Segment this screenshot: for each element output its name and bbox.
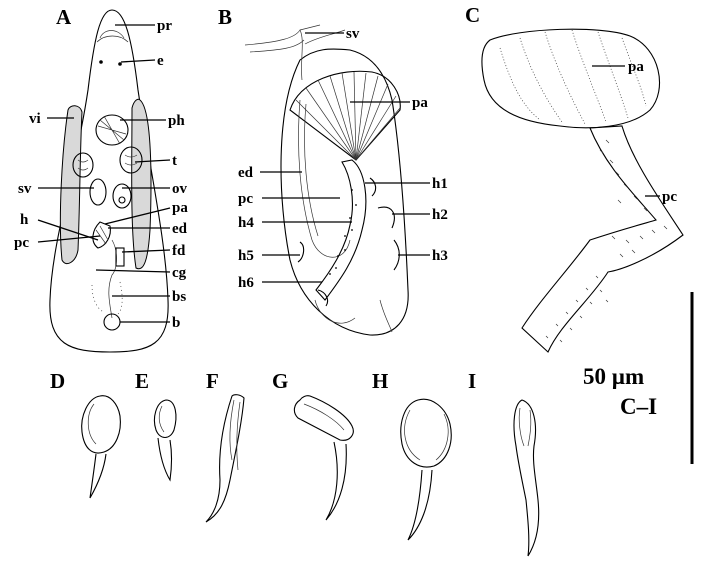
panel-g-letter: G xyxy=(272,369,288,393)
label-b-h5: h5 xyxy=(238,248,254,264)
label-a-ov: ov xyxy=(172,181,188,197)
scale-bar-value: 50 µm xyxy=(583,364,644,389)
panel-i-hook xyxy=(513,399,540,557)
label-a-ph: ph xyxy=(168,113,185,129)
label-a-cg: cg xyxy=(172,265,187,281)
leader-a-cg xyxy=(95,269,171,273)
panel-f-letter: F xyxy=(206,369,219,393)
scale-bar: 50 µm C–I xyxy=(583,292,694,464)
panel-b-tube-dots xyxy=(329,189,357,275)
label-a-fd: fd xyxy=(172,243,186,259)
panel-a-bursa-duct xyxy=(108,239,117,319)
label-a-pr: pr xyxy=(157,18,172,34)
panel-f-hook xyxy=(205,394,245,523)
label-b-pa: pa xyxy=(412,95,428,111)
panel-a-testis-marks xyxy=(124,154,138,166)
panel-b-fan-rays xyxy=(295,71,401,161)
panel-h-hook xyxy=(400,398,452,541)
label-a-t: t xyxy=(172,153,177,169)
panel-d-letter: D xyxy=(50,369,65,393)
panel-a-prohaptor xyxy=(96,30,129,43)
panel-a-copulatory-lines xyxy=(95,225,109,245)
scale-bar-panels: C–I xyxy=(620,394,657,419)
panel-h-letter: H xyxy=(372,369,388,393)
panel-b-sv-tubes xyxy=(244,24,346,81)
panel-e: E xyxy=(135,369,177,482)
panel-g-hook xyxy=(293,395,354,521)
label-a-pc: pc xyxy=(14,235,29,251)
panel-c-spines xyxy=(545,139,668,343)
panel-b-copulatory-tube xyxy=(315,159,367,301)
panel-b-base xyxy=(314,299,393,333)
label-a-h: h xyxy=(20,212,29,228)
label-c-pa: pa xyxy=(628,59,644,75)
panel-a-bs-dots xyxy=(91,281,123,315)
label-a-sv: sv xyxy=(18,181,32,197)
label-b-pc: pc xyxy=(238,191,253,207)
panel-a-pharynx-lines xyxy=(97,115,127,145)
panel-a-copulatory-organ xyxy=(92,221,111,249)
panel-i: I xyxy=(468,369,540,557)
panel-b: B xyxy=(218,5,448,336)
label-a-ed: ed xyxy=(172,221,188,237)
leader-a-pc xyxy=(37,235,101,243)
panel-a: A pr e vi ph xyxy=(14,5,188,353)
panel-b-outline xyxy=(280,48,409,336)
panel-f: F xyxy=(205,369,245,523)
panel-b-letter: B xyxy=(218,5,232,29)
panel-g: G xyxy=(272,369,354,521)
panel-a-oval-left xyxy=(72,152,94,178)
panel-a-pharynx xyxy=(95,114,129,146)
label-a-e: e xyxy=(157,53,164,69)
label-b-ed: ed xyxy=(238,165,254,181)
panel-a-fd xyxy=(115,247,125,267)
panel-c-letter: C xyxy=(465,3,480,27)
panel-i-hook-inner xyxy=(518,407,532,447)
panel-c-bulb-stripes xyxy=(499,29,647,125)
label-b-h3: h3 xyxy=(432,248,448,264)
leader-a-t xyxy=(134,159,171,163)
panel-c: C pa pc xyxy=(465,3,684,353)
panel-b-ejaculatory-duct xyxy=(298,99,351,258)
panel-a-vitellarium-left xyxy=(59,105,83,265)
panel-d: D xyxy=(50,369,121,499)
panel-a-ovary-nucleus xyxy=(118,196,126,204)
label-a-pa: pa xyxy=(172,200,188,216)
leader-a-pa xyxy=(104,207,171,225)
panel-b-hook-shapes xyxy=(297,177,400,307)
leader-a-fd xyxy=(121,249,171,253)
panel-h: H xyxy=(372,369,452,541)
panel-i-letter: I xyxy=(468,369,476,393)
leader-a-e xyxy=(120,59,156,63)
label-a-bs: bs xyxy=(172,289,186,305)
label-a-b: b xyxy=(172,315,180,331)
panel-e-hook xyxy=(153,399,177,482)
panel-b-fan xyxy=(289,70,401,161)
panel-f-hook-inner xyxy=(229,399,241,471)
label-a-vi: vi xyxy=(29,111,41,127)
panel-a-vitellarium-right xyxy=(131,98,152,270)
panel-c-tube xyxy=(521,125,684,353)
label-b-h1: h1 xyxy=(432,176,448,192)
panel-a-eye-left xyxy=(99,60,103,64)
label-c-pc: pc xyxy=(662,189,677,205)
panel-a-oval-left-marks xyxy=(77,159,89,171)
panel-h-hook-inner xyxy=(404,409,449,461)
label-b-h2: h2 xyxy=(432,207,448,223)
panel-e-letter: E xyxy=(135,369,149,393)
panel-d-hook xyxy=(81,395,121,499)
label-b-h4: h4 xyxy=(238,215,254,231)
panel-a-seminal-vesicle xyxy=(89,178,107,206)
label-b-h6: h6 xyxy=(238,275,254,291)
panel-e-hook-inner xyxy=(158,405,165,433)
panel-a-testis xyxy=(119,146,143,174)
panel-g-hook-inner xyxy=(303,403,345,431)
label-b-sv: sv xyxy=(346,26,360,42)
panel-a-letter: A xyxy=(56,5,72,29)
panel-d-hook-inner xyxy=(87,403,97,445)
panel-a-eye-right xyxy=(118,62,122,66)
panel-c-bulb xyxy=(481,28,661,129)
panel-a-ovary xyxy=(112,183,132,209)
